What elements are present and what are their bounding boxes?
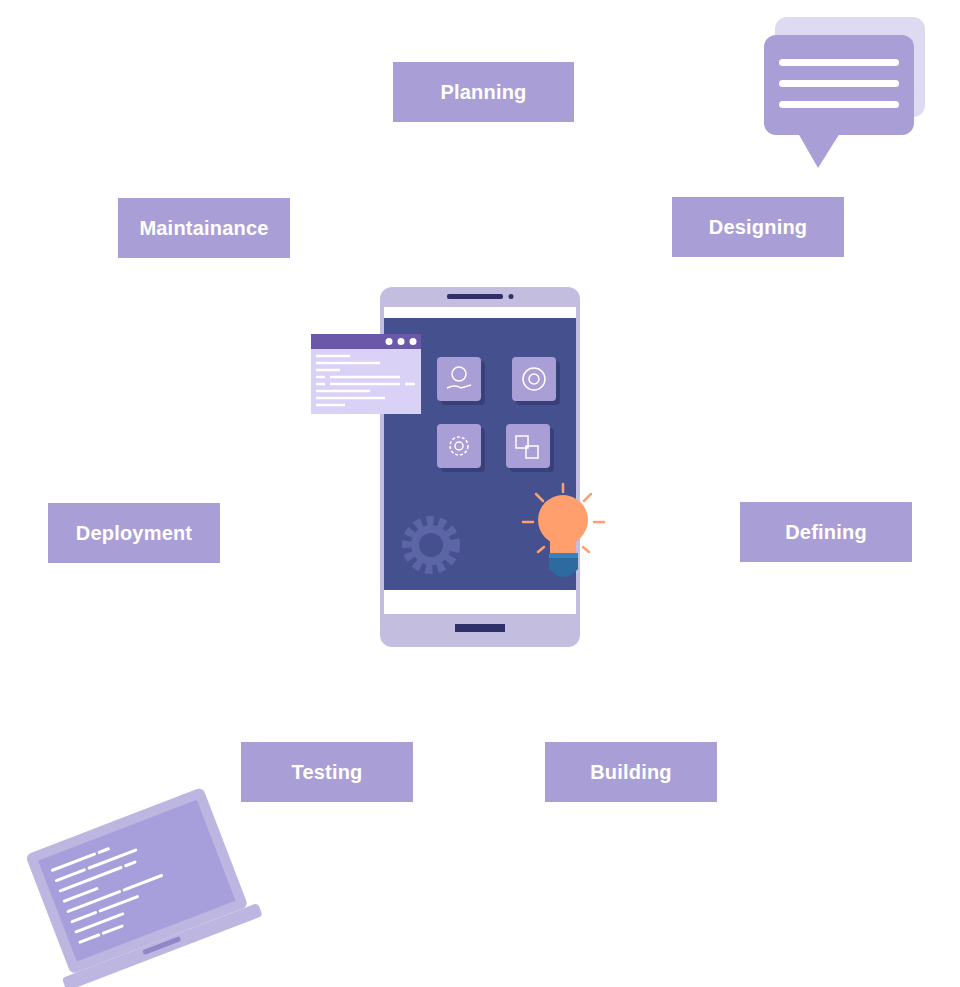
phase-box: Testing — [241, 742, 413, 802]
phase-box: Planning — [393, 62, 574, 122]
laptop — [16, 783, 263, 987]
speech-bubble — [764, 17, 925, 168]
phase-box: Deployment — [48, 503, 220, 563]
phase-label: Deployment — [76, 522, 192, 545]
phase-label: Planning — [440, 81, 526, 104]
code-window — [311, 334, 421, 414]
phone — [380, 287, 580, 647]
phase-label: Building — [590, 761, 672, 784]
app-icons — [437, 357, 560, 472]
gear — [407, 521, 455, 569]
phase-label: Maintainance — [139, 217, 268, 240]
phase-box: Building — [545, 742, 717, 802]
phase-label: Testing — [291, 761, 362, 784]
phase-box: Defining — [740, 502, 912, 562]
phase-box: Maintainance — [118, 198, 290, 258]
phase-label: Defining — [785, 521, 867, 544]
light-bulb — [523, 484, 604, 577]
phase-box: Designing — [672, 197, 844, 257]
phase-label: Designing — [709, 216, 807, 239]
